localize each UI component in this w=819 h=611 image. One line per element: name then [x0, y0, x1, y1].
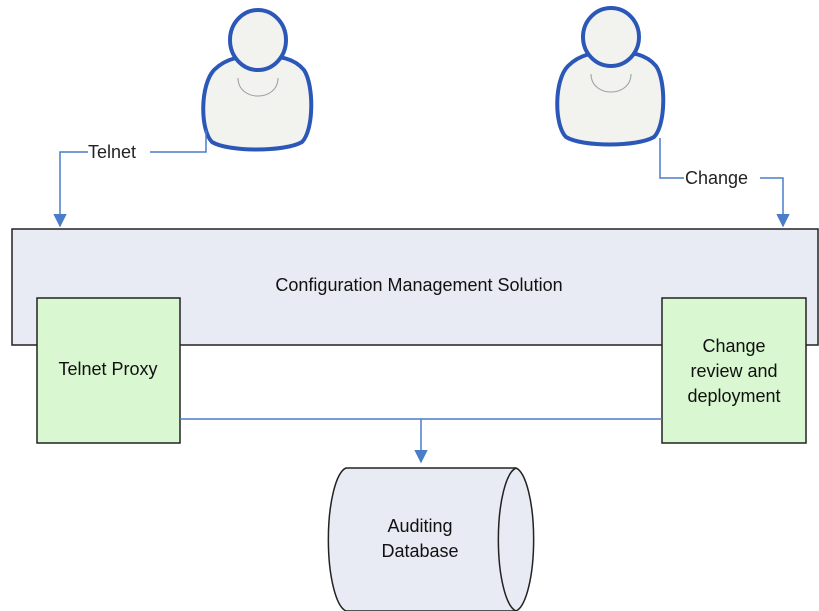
telnet-proxy-box [36, 297, 181, 444]
auditing-database-icon [327, 467, 535, 611]
change-connector [659, 138, 783, 226]
telnet-label: Telnet [88, 142, 136, 162]
change-review-label-line3: deployment [687, 386, 780, 406]
change-review-label-line1: Change [702, 336, 765, 356]
user-right-icon [555, 6, 666, 147]
change-review-label-line2: review and [690, 361, 777, 381]
database-feed-connector [180, 418, 662, 462]
config-management-title: Configuration Management Solution [275, 275, 562, 295]
telnet-proxy-label: Telnet Proxy [58, 359, 157, 379]
database-label-line1: Auditing [387, 516, 452, 536]
change-review-box [661, 297, 807, 444]
database-label-line2: Database [381, 541, 458, 561]
change-label: Change [685, 168, 748, 188]
user-left-icon [201, 8, 314, 152]
telnet-connector [60, 130, 207, 226]
